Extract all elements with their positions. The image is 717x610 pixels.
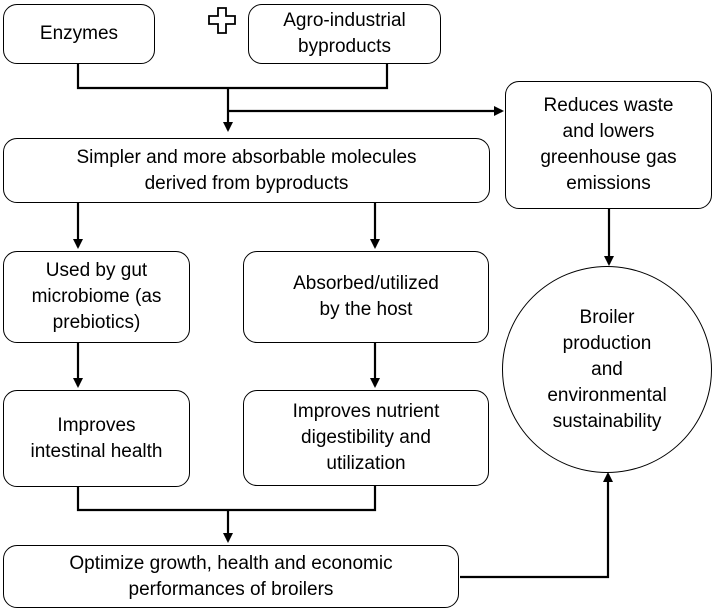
- optimize-growth-label: Optimize growth, health and economic per…: [69, 552, 393, 600]
- enzymes-box: Enzymes: [3, 4, 155, 64]
- byproducts-box: Agro-industrial byproducts: [248, 4, 441, 64]
- intestinal-health-box: Improves intestinal health: [3, 390, 190, 487]
- intestinal-health-label: Improves intestinal health: [30, 414, 163, 462]
- broiler-sustainability-label: Broiler production and environmental sus…: [547, 306, 667, 432]
- connector-outcomes-merge: [76, 486, 377, 512]
- arrow-optimize-to-broiler: [460, 472, 613, 579]
- enzymes-label: Enzymes: [39, 23, 119, 44]
- connector-inputs-merge: [76, 64, 389, 90]
- byproducts-label: Agro-industrial byproducts: [283, 10, 406, 57]
- molecules-box: Simpler and more absorbable molecules de…: [3, 138, 490, 203]
- gut-microbiome-label: Used by gut microbiome (as prebiotics): [31, 260, 162, 333]
- plus-icon: [208, 7, 236, 34]
- absorbed-host-box: Absorbed/utilized by the host: [243, 251, 489, 343]
- broiler-sustainability-circle: Broiler production and environmental sus…: [502, 266, 712, 473]
- reduces-waste-box: Reduces waste and lowers greenhouse gas …: [505, 81, 712, 209]
- nutrient-digestibility-box: Improves nutrient digestibility and util…: [243, 390, 489, 486]
- absorbed-host-label: Absorbed/utilized by the host: [293, 273, 439, 320]
- nutrient-digestibility-label: Improves nutrient digestibility and util…: [292, 401, 440, 474]
- gut-microbiome-box: Used by gut microbiome (as prebiotics): [3, 251, 190, 343]
- molecules-label: Simpler and more absorbable molecules de…: [76, 146, 417, 194]
- reduces-waste-label: Reduces waste and lowers greenhouse gas …: [540, 95, 677, 194]
- optimize-growth-box: Optimize growth, health and economic per…: [3, 545, 459, 608]
